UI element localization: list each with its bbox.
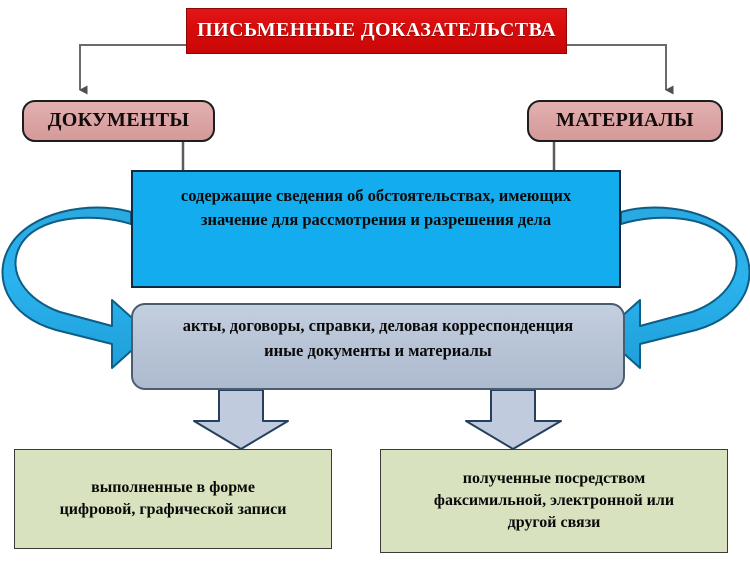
connector-title-to-materials [567, 44, 674, 95]
node-examples-text: акты, договоры, справки, деловая корресп… [139, 314, 617, 364]
node-transmission-form-text: полученные посредством факсимильной, эле… [389, 468, 719, 534]
node-digital-form: выполненные в форме цифровой, графическо… [14, 449, 332, 549]
node-criteria-line-1: содержащие сведения об обстоятельствах, … [180, 186, 572, 205]
block-arrow-to-digital-form [193, 389, 289, 450]
block-arrow-to-transmission-form [465, 389, 562, 450]
node-criteria-text: содержащие сведения об обстоятельствах, … [149, 184, 603, 232]
node-criteria-line-2: значение для рассмотрения и разрешения д… [200, 209, 552, 229]
node-transmission-form-line-1: полученные посредством [462, 469, 646, 487]
node-transmission-form: полученные посредством факсимильной, эле… [380, 449, 728, 553]
node-transmission-form-line-3: другой связи [507, 514, 601, 532]
node-criteria: содержащие сведения об обстоятельствах, … [131, 170, 621, 288]
node-digital-form-line-2: цифровой, графической записи [59, 501, 287, 518]
node-documents-label: ДОКУМЕНТЫ [47, 109, 190, 132]
node-materials: МАТЕРИАЛЫ [527, 100, 723, 142]
node-digital-form-text: выполненные в форме цифровой, графическо… [23, 477, 323, 521]
title-text: ПИСЬМЕННЫЕ ДОКАЗАТЕЛЬСТВА [197, 19, 556, 42]
loop-arrow-left [1, 206, 151, 369]
node-materials-label: МАТЕРИАЛЫ [556, 109, 694, 132]
connector-title-to-documents [78, 44, 186, 95]
node-digital-form-line-1: выполненные в форме [91, 478, 255, 496]
node-documents: ДОКУМЕНТЫ [22, 100, 215, 142]
node-examples: акты, договоры, справки, деловая корресп… [131, 303, 625, 390]
title-box: ПИСЬМЕННЫЕ ДОКАЗАТЕЛЬСТВА [186, 8, 567, 54]
node-examples-line-2: иные документы и материалы [264, 340, 492, 360]
node-examples-line-1: акты, договоры, справки, деловая корресп… [182, 316, 574, 335]
node-transmission-form-line-2: факсимильной, электронной или [433, 491, 675, 509]
